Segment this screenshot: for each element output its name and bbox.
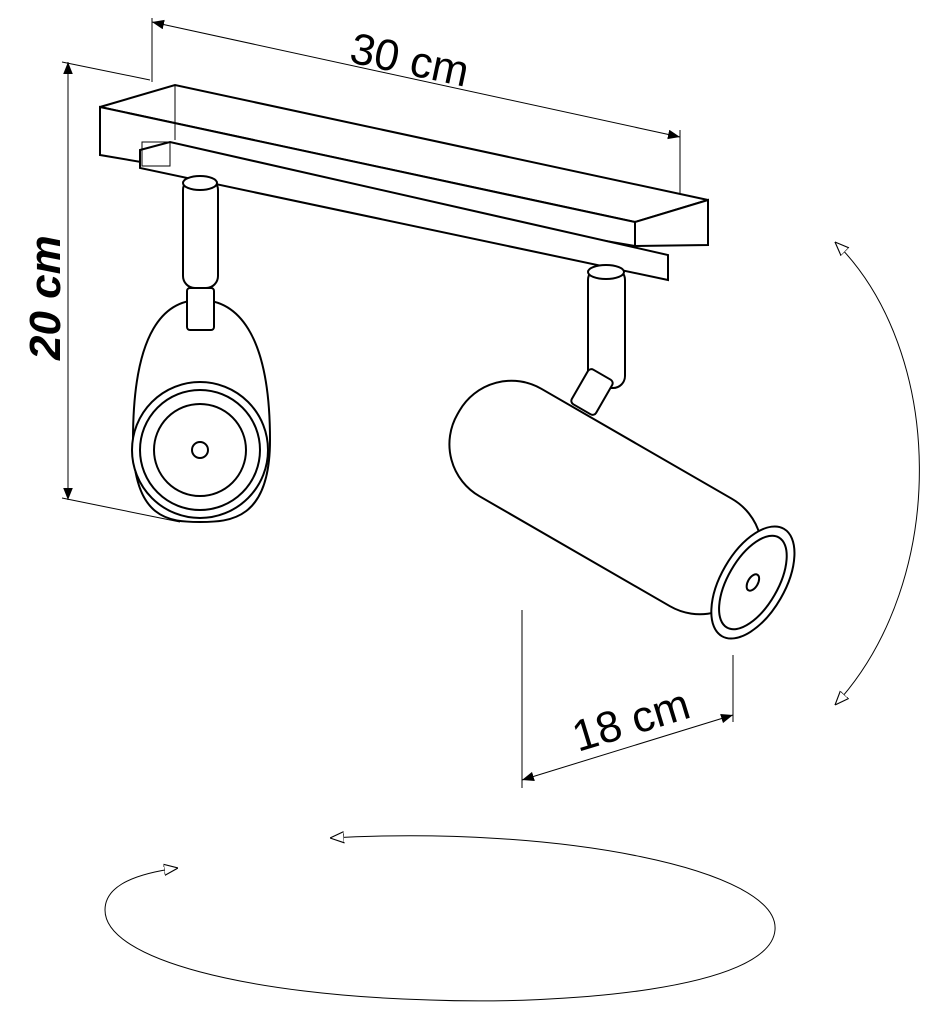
pan-rotation-ellipse xyxy=(104,836,776,1002)
right-spotlight xyxy=(448,264,796,640)
height-label: 20 cm xyxy=(21,235,70,361)
left-spotlight xyxy=(131,175,272,524)
height-dimension: 20 cm xyxy=(21,61,181,523)
tilt-rotation-arc xyxy=(835,242,920,705)
spot-length-label: 18 cm xyxy=(567,680,696,762)
spot-length-dimension: 18 cm xyxy=(521,610,734,788)
width-label: 30 cm xyxy=(346,24,473,97)
mounting-bar xyxy=(99,83,709,282)
